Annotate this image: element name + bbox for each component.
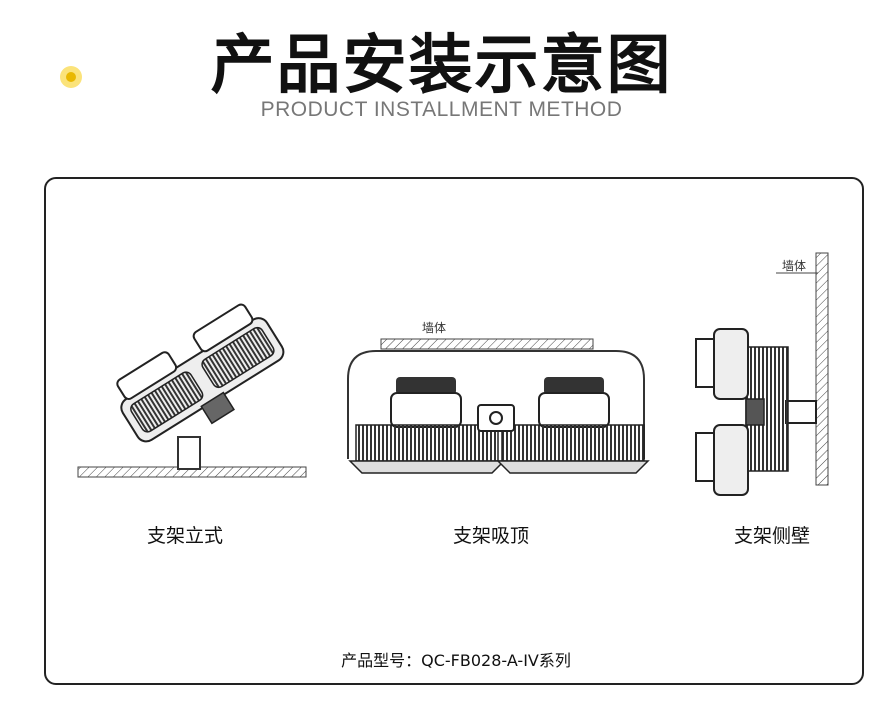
wall-mount-illustration (695, 252, 829, 496)
side-wall-label: 墙体 (782, 259, 807, 273)
floor-stand-label: 支架立式 (147, 525, 224, 547)
wall-mount-label: 支架侧壁 (734, 525, 811, 547)
page-title: 产品安装示意图 (210, 29, 673, 103)
page-subtitle: PRODUCT INSTALLMENT METHOD (260, 98, 623, 121)
ceiling-wall-label: 墙体 (422, 321, 447, 335)
product-model: 产品型号：QC-FB028-A-IV系列 (341, 651, 571, 670)
ceiling-mount-label: 支架吸顶 (453, 525, 530, 547)
floor-stand-illustration (77, 303, 307, 478)
installation-illustrations (77, 252, 829, 496)
target-dot-icon (60, 66, 82, 88)
ceiling-mount-illustration (347, 338, 650, 474)
installation-diagram-panel: 墙体 墙体 支架立式 支架吸顶 支架侧壁 产品型号：QC-FB028-A-IV系… (44, 177, 864, 685)
